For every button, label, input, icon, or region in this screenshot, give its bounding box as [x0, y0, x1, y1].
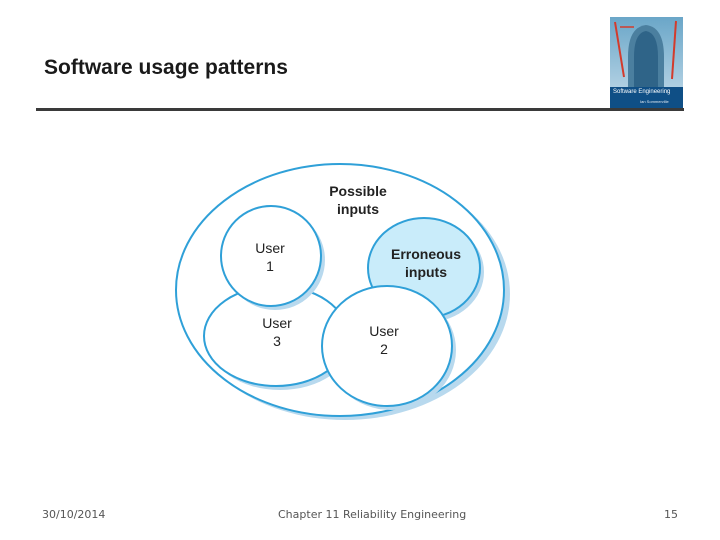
footer-date: 30/10/2014 — [42, 508, 106, 521]
title-divider — [36, 108, 684, 111]
possible-inputs-label-line2: inputs — [337, 201, 379, 217]
usage-patterns-diagram: Possible inputs Erroneous inputs User 1 … — [175, 163, 510, 420]
book-cover-illustration — [610, 17, 683, 109]
user2-label-line1: User — [369, 323, 399, 339]
user2-label-line2: 2 — [380, 341, 388, 357]
possible-inputs-label-line1: Possible — [329, 183, 387, 199]
user3-label-line1: User — [262, 315, 292, 331]
user1-label-line1: User — [255, 240, 285, 256]
erroneous-inputs-label-line2: inputs — [405, 264, 447, 280]
footer-page-number: 15 — [664, 508, 678, 521]
user3-label-line2: 3 — [273, 333, 281, 349]
book-cover-image: Software Engineering Ian Sommerville — [610, 17, 683, 109]
book-cover-title: Software Engineering — [613, 89, 671, 95]
user1-circle — [220, 205, 322, 307]
user2-ellipse — [321, 285, 453, 407]
book-cover-author: Ian Sommerville — [640, 99, 669, 104]
user1-label-line2: 1 — [266, 258, 274, 274]
slide-title: Software usage patterns — [44, 56, 288, 79]
footer-chapter: Chapter 11 Reliability Engineering — [278, 508, 467, 521]
erroneous-inputs-label-line1: Erroneous — [391, 246, 461, 262]
